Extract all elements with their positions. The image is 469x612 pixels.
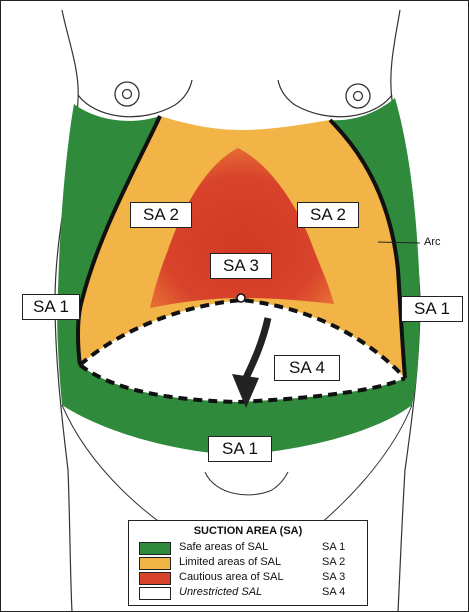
legend-title: SUCTION AREA (SA)	[129, 525, 367, 537]
legend-code-sa1: SA 1	[322, 541, 345, 553]
legend-text-sa4: Unrestricted SAL	[179, 586, 262, 598]
umbilicus-marker	[237, 294, 245, 302]
arc-label: Arc	[424, 236, 441, 248]
legend-swatch-sa4	[139, 587, 171, 600]
sa1-right-label: SA 1	[401, 296, 463, 322]
legend-swatch-sa1	[139, 542, 171, 555]
sa2-right-label: SA 2	[297, 202, 359, 228]
legend-box: SUCTION AREA (SA) Safe areas of SAL SA 1…	[128, 520, 368, 606]
legend-row-sa1: Safe areas of SAL SA 1	[139, 541, 361, 555]
legend-text-sa3: Cautious area of SAL	[179, 571, 284, 583]
legend-swatch-sa3	[139, 572, 171, 585]
legend-row-sa4: Unrestricted SAL SA 4	[139, 586, 361, 600]
legend-text-sa2: Limited areas of SAL	[179, 556, 281, 568]
legend-swatch-sa2	[139, 557, 171, 570]
legend-row-sa3: Cautious area of SAL SA 3	[139, 571, 361, 585]
left-nipple-icon	[115, 82, 139, 106]
sa3-label: SA 3	[210, 253, 272, 279]
sa1-left-label: SA 1	[22, 294, 80, 320]
right-nipple-icon	[346, 84, 370, 108]
legend-code-sa4: SA 4	[322, 586, 345, 598]
legend-code-sa3: SA 3	[322, 571, 345, 583]
sa1-bottom-label: SA 1	[208, 436, 272, 462]
sa4-label: SA 4	[274, 355, 340, 381]
legend-text-sa1: Safe areas of SAL	[179, 541, 268, 553]
pubic-outline	[205, 472, 288, 495]
legend-code-sa2: SA 2	[322, 556, 345, 568]
sa2-left-label: SA 2	[130, 202, 192, 228]
legend-row-sa2: Limited areas of SAL SA 2	[139, 556, 361, 570]
